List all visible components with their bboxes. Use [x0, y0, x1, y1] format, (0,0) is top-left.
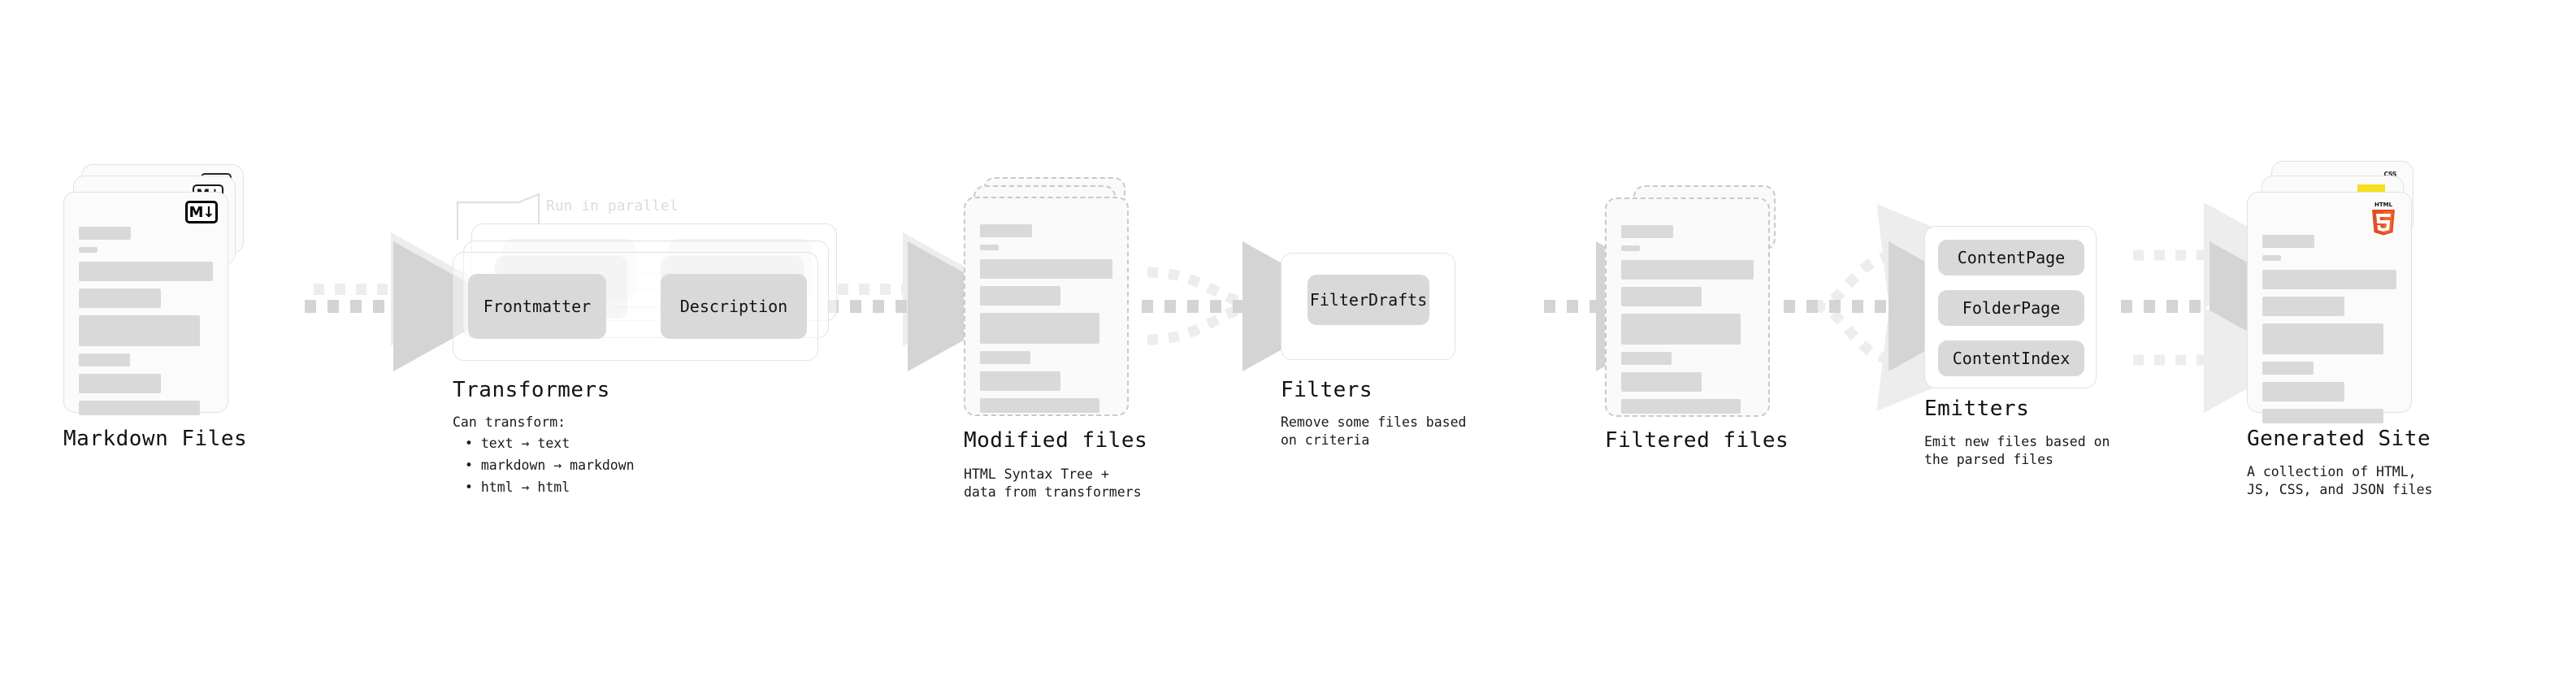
emitters-pill-folderpage[interactable]: FolderPage [1938, 290, 2084, 326]
transformer-pill-frontmatter[interactable]: Frontmatter [468, 274, 606, 339]
transformers-bullet-2: • html → html [465, 479, 570, 495]
transformers-bullet-1: • markdown → markdown [465, 458, 635, 473]
markdown-skeleton [79, 227, 213, 415]
emitters-pill-folderpage-label: FolderPage [1962, 298, 2061, 318]
transformer-pill-description-label: Description [679, 297, 788, 316]
arrow-modified-to-filters [1142, 241, 1360, 371]
emitters-pill-contentindex[interactable]: ContentIndex [1938, 340, 2084, 376]
filtered-files-title: Filtered files [1605, 428, 1789, 453]
emitters-title: Emitters [1924, 397, 2030, 421]
filters-subtitle: Remove some files based on criteria [1281, 414, 1467, 448]
markdown-badge-front: M↓ [185, 201, 218, 223]
emitters-pill-contentindex-label: ContentIndex [1952, 349, 2071, 368]
run-in-parallel-note: Run in parallel [546, 197, 679, 215]
css-badge-label: CSS [2383, 171, 2396, 178]
generated-card-front: HTML [2247, 192, 2412, 423]
modified-card-front [964, 197, 1129, 416]
html5-badge: HTML [2367, 200, 2400, 236]
emitters-pill-contentpage[interactable]: ContentPage [1938, 240, 2084, 275]
arrow-markdown-to-transformers [305, 232, 510, 371]
modified-files-subtitle: HTML Syntax Tree + data from transformer… [964, 466, 1142, 500]
modified-skeleton [980, 224, 1112, 413]
markdown-files-title: Markdown Files [63, 427, 248, 451]
filters-pill-filterdrafts[interactable]: FilterDrafts [1308, 275, 1429, 325]
transformers-title: Transformers [453, 378, 610, 402]
markdown-card-front: M↓ [63, 192, 228, 415]
html5-logo-icon: HTML [2372, 202, 2395, 236]
transformer-pill-frontmatter-label: Frontmatter [483, 297, 592, 316]
modified-files-title: Modified files [964, 428, 1148, 453]
filtered-card-front [1605, 197, 1770, 417]
generated-site-title: Generated Site [2247, 427, 2431, 451]
emitters-box[interactable]: ContentPage FolderPage ContentIndex [1924, 226, 2097, 388]
transformer-pill-description[interactable]: Description [661, 274, 807, 339]
arrow-filtered-to-emitters [1784, 204, 2006, 411]
filters-pill-filterdrafts-label: FilterDrafts [1309, 290, 1428, 310]
svg-text:HTML: HTML [2374, 202, 2393, 208]
arrow-transformers-to-modified [827, 232, 1025, 371]
generated-site-subtitle: A collection of HTML, JS, CSS, and JSON … [2247, 464, 2433, 497]
transformer-box-front[interactable]: Frontmatter Description [453, 252, 818, 361]
emitters-pill-contentpage-label: ContentPage [1957, 248, 2066, 267]
transformers-bullet-0: • text → text [465, 436, 570, 451]
filtered-skeleton [1621, 225, 1754, 414]
emitters-subtitle: Emit new files based on the parsed files [1924, 434, 2110, 467]
arrow-emitters-to-site [2121, 202, 2327, 413]
transformers-subtitle: Can transform: [453, 414, 566, 430]
filters-box[interactable]: FilterDrafts [1281, 253, 1455, 360]
filters-title: Filters [1281, 378, 1373, 402]
generated-skeleton [2262, 235, 2396, 423]
